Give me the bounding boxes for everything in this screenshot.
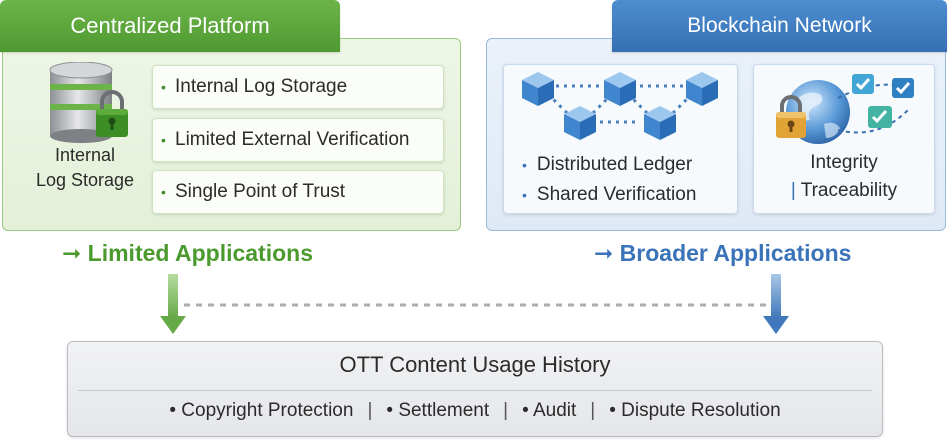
storage-label-line1: Internal: [54, 145, 116, 165]
blockchain-title: Blockchain Network: [612, 0, 947, 52]
limited-applications: ➞ Limited Applications: [62, 240, 313, 267]
centralized-title: Centralized Platform: [0, 0, 340, 52]
history-item: Settlement: [398, 400, 490, 421]
bullet-icon: •: [522, 187, 527, 203]
feature-label: Internal Log Storage: [175, 76, 348, 97]
ledger-item: • Distributed Ledger: [522, 150, 692, 180]
connector-arrows: [160, 274, 789, 334]
ledger-item: • Shared Verification: [522, 180, 696, 210]
ledger-item-label: Distributed Ledger: [536, 154, 693, 175]
bullet-icon: •: [169, 400, 176, 421]
arrow-right-icon: ➞: [62, 240, 82, 266]
green-down-arrow-icon: [160, 274, 186, 334]
traceability-row: | Traceability: [753, 180, 935, 202]
usage-history-box: OTT Content Usage History • Copyright Pr…: [67, 341, 883, 437]
divider-bar: |: [790, 180, 796, 201]
blue-down-arrow-icon: [763, 274, 789, 334]
bullet-icon: •: [609, 400, 616, 421]
history-item: Dispute Resolution: [621, 400, 781, 421]
bullet-icon: •: [161, 184, 166, 200]
feature-item: • Internal Log Storage: [152, 65, 444, 109]
bullet-icon: •: [161, 79, 166, 95]
ledger-item-label: Shared Verification: [536, 184, 697, 205]
arrow-right-icon: ➞: [594, 240, 614, 266]
usage-history-title: OTT Content Usage History: [339, 352, 611, 377]
bullet-icon: •: [522, 157, 527, 173]
history-item: Audit: [532, 400, 577, 421]
broader-applications: ➞ Broader Applications: [594, 240, 851, 267]
globe-lock-check-icon: [776, 74, 914, 144]
database-lock-icon: [49, 62, 128, 143]
feature-item: • Single Point of Trust: [152, 170, 444, 214]
integrity-label: Integrity: [810, 152, 878, 173]
limited-applications-label: Limited Applications: [87, 240, 313, 266]
storage-label-line2: Log Storage: [35, 170, 135, 190]
separator: |: [367, 400, 373, 421]
history-item: Copyright Protection: [181, 400, 354, 421]
traceability-label: Traceability: [800, 180, 898, 201]
bullet-icon: •: [522, 400, 529, 421]
feature-label: Single Point of Trust: [175, 181, 346, 202]
blockchain-cubes-icon: [522, 72, 718, 140]
broader-applications-label: Broader Applications: [619, 240, 852, 266]
separator: |: [503, 400, 509, 421]
divider: [78, 390, 872, 391]
usage-history-items: • Copyright Protection | • Settlement | • Au…: [68, 400, 882, 422]
feature-item: • Limited External Verification: [152, 118, 444, 162]
separator: |: [590, 400, 596, 421]
feature-label: Limited External Verification: [175, 129, 410, 150]
bullet-icon: •: [386, 400, 394, 421]
bullet-icon: •: [161, 132, 166, 148]
